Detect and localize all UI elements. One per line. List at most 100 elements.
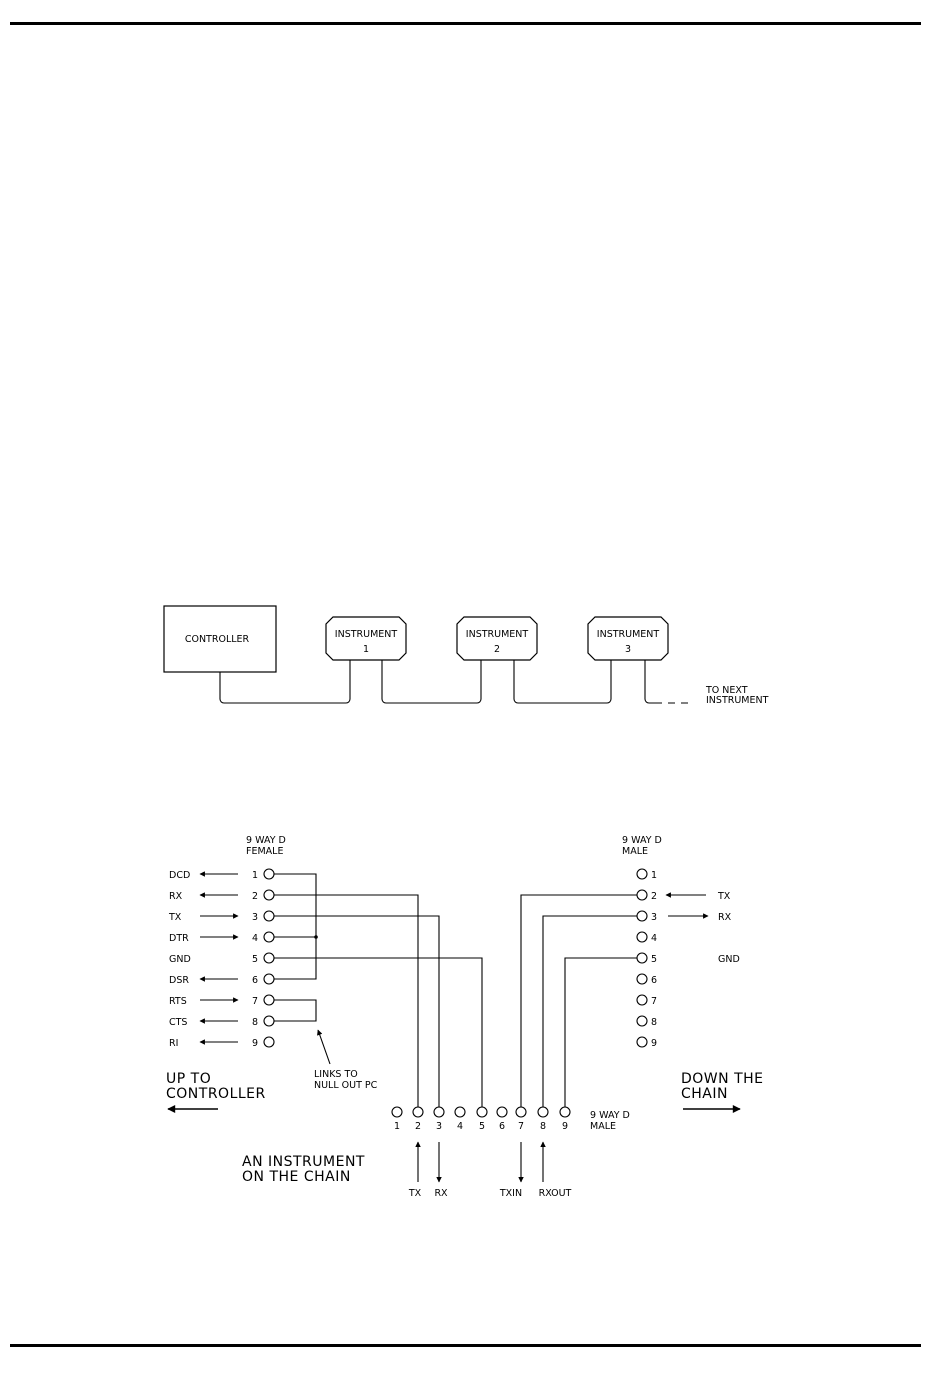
controller-box	[163, 605, 277, 673]
female-pin-number: 3	[252, 912, 258, 923]
inst-pin-number: 5	[479, 1121, 485, 1132]
instrument-1-box: INSTRUMENT 1	[325, 616, 407, 661]
inst-pin	[515, 1106, 527, 1118]
female-signal-name: CTS	[169, 1017, 187, 1028]
inst-pin-number: 4	[457, 1121, 463, 1132]
female-row-7: RTS 7	[169, 994, 275, 1007]
female-signal-name: DCD	[169, 870, 190, 881]
female-row-8: CTS 8	[169, 1015, 275, 1028]
inst-pin	[537, 1106, 549, 1118]
male-right-pins: 1 2 3 4 5 6 7 8 9	[636, 868, 657, 1049]
female-pin	[263, 868, 275, 880]
female-pin	[263, 973, 275, 985]
inst-signal-tx: TX	[408, 1188, 422, 1199]
female-pin-number: 8	[252, 1017, 258, 1028]
female-connector-title-line2: FEMALE	[246, 846, 283, 857]
up-to-controller-line2: CONTROLLER	[166, 1086, 266, 1102]
inst-pin-number: 7	[518, 1121, 524, 1132]
male-pin-number: 3	[651, 912, 657, 923]
female-row-3: TX 3	[168, 910, 275, 923]
inst-pin	[454, 1106, 466, 1118]
male-pin-number: 5	[651, 954, 657, 965]
inst-pin	[433, 1106, 445, 1118]
inst-pin-number: 3	[436, 1121, 442, 1132]
inst-pin	[412, 1106, 424, 1118]
male-pin-number: 6	[651, 975, 657, 986]
male-pin	[636, 1036, 648, 1048]
female-row-5: GND 5	[169, 952, 275, 965]
wire-female3-to-inst3	[274, 915, 440, 1107]
inst-signal-rxout: RXOUT	[539, 1188, 572, 1199]
female-row-4: DTR 4	[169, 931, 275, 944]
inst-pin-number: 9	[562, 1121, 568, 1132]
instrument-2-number: 2	[494, 644, 500, 655]
cable-3-out	[644, 660, 662, 704]
inst-pin	[476, 1106, 488, 1118]
female-pin-number: 9	[252, 1038, 258, 1049]
female-row-6: DSR 6	[169, 973, 275, 986]
inst-pin-number: 6	[499, 1121, 505, 1132]
female-signal-name: GND	[169, 954, 191, 965]
female-signal-name: DTR	[169, 933, 189, 944]
female-signal-name: TX	[168, 912, 182, 923]
wire-female5-to-inst5	[274, 957, 483, 1107]
inst-pin	[391, 1106, 403, 1118]
cable-1-to-2	[381, 660, 482, 704]
inst-signal-rx: RX	[434, 1188, 448, 1199]
link-dcd-dsr	[274, 873, 317, 980]
female-pin	[263, 889, 275, 901]
female-signal-name: DSR	[169, 975, 189, 986]
male-pin-number: 9	[651, 1038, 657, 1049]
female-pin	[263, 1036, 275, 1048]
controller-label: CONTROLLER	[185, 634, 250, 645]
instrument-2-label: INSTRUMENT	[466, 629, 529, 640]
male-pin	[636, 889, 648, 901]
female-pin-number: 6	[252, 975, 258, 986]
inst-pin-number: 1	[394, 1121, 400, 1132]
female-pin-number: 1	[252, 870, 258, 881]
female-pin-number: 5	[252, 954, 258, 965]
wire-male3-to-inst8	[542, 915, 637, 1107]
male-pin-number: 4	[651, 933, 657, 944]
up-to-controller-line1: UP TO	[166, 1071, 211, 1087]
wiring-diagram: 9 WAY D FEMALE DCD 1 RX 2 TX 3 DTR 4	[166, 835, 764, 1199]
junction-dot	[314, 935, 318, 939]
links-label-line1: LINKS TO	[314, 1069, 358, 1080]
links-pointer-arrow	[317, 1029, 331, 1065]
cable-2-to-3	[513, 660, 612, 704]
inst-pin	[496, 1106, 508, 1118]
female-pin-number: 4	[252, 933, 258, 944]
male-pin-number: 7	[651, 996, 657, 1007]
male-pin-number: 2	[651, 891, 657, 902]
next-label-line2: INSTRUMENT	[706, 695, 769, 706]
male-pin-number: 8	[651, 1017, 657, 1028]
male-pin	[636, 1015, 648, 1027]
female-signal-name: RX	[169, 891, 183, 902]
male-right-signal-tx: TX	[717, 891, 731, 902]
female-signal-name: RTS	[169, 996, 187, 1007]
inst-connector-title-line2: MALE	[590, 1121, 616, 1132]
female-signal-name: RI	[169, 1038, 178, 1049]
inst-pin-number: 2	[415, 1121, 421, 1132]
link-rts-cts	[274, 999, 317, 1022]
instrument-3-box: INSTRUMENT 3	[587, 616, 669, 661]
next-label-line1: TO NEXT	[705, 685, 748, 696]
wire-male5-to-inst9	[564, 957, 637, 1107]
inst-signal-txin: TXIN	[499, 1188, 522, 1199]
female-pin	[263, 994, 275, 1006]
male-pin	[636, 952, 648, 964]
bottom-rule	[10, 1344, 921, 1347]
instrument-2-box: INSTRUMENT 2	[456, 616, 538, 661]
inst-pin	[559, 1106, 571, 1118]
daisy-chain-diagram: CONTROLLER INSTRUMENT 1 INSTRUMENT 2 INS…	[163, 605, 769, 706]
female-pin	[263, 910, 275, 922]
female-pin	[263, 931, 275, 943]
male-pin	[636, 994, 648, 1006]
down-the-chain-line1: DOWN THE	[681, 1071, 764, 1087]
instrument-on-chain-line1: AN INSTRUMENT	[242, 1154, 365, 1170]
female-pin	[263, 1015, 275, 1027]
instrument-3-label: INSTRUMENT	[597, 629, 660, 640]
top-rule	[10, 22, 921, 25]
cable-controller-to-1	[219, 660, 351, 704]
